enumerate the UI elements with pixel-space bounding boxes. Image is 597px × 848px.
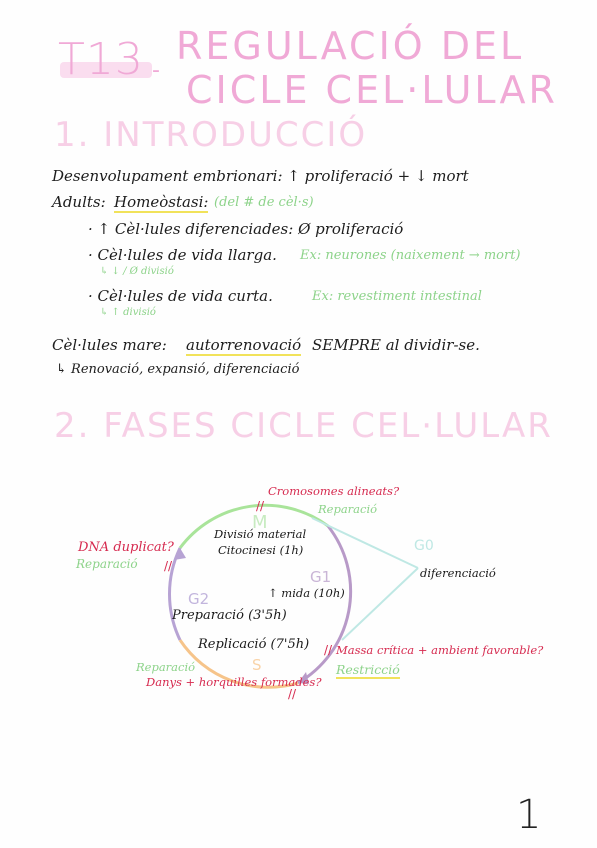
g1-arrowhead	[298, 672, 309, 684]
stem-cells-outcomes: ↳ Renovació, expansió, diferenciació	[56, 362, 300, 377]
g0-phase-label: G0	[414, 538, 434, 554]
homeostasi-term: Homeòstasi:	[114, 193, 209, 213]
g1-phase-arc	[297, 525, 353, 685]
homeostasi-note: (del # de cèl·s)	[214, 195, 314, 210]
adults-label: Adults:	[52, 193, 106, 211]
self-renewal-term: autorrenovació	[186, 336, 302, 356]
stem-cells-label: Cèl·lules mare:	[52, 336, 167, 354]
s-checkpoint-mark: //	[288, 687, 297, 701]
bullet-long-lived: · Cèl·lules de vida llarga.	[88, 246, 277, 264]
m-checkpoint-mark: //	[256, 499, 265, 513]
g0-line-top	[311, 517, 419, 569]
s-checkpoint-repair: Reparació	[136, 660, 196, 674]
g2-phase-label: G2	[188, 590, 210, 608]
g1-phase-label: G1	[310, 568, 332, 586]
title-highlight	[60, 62, 152, 78]
title-dash: -	[152, 58, 160, 83]
m-checkpoint-question: Cromosomes alineats?	[268, 484, 400, 498]
g2-phase-desc: Preparació (3'5h)	[172, 608, 287, 623]
s-phase-desc: Replicació (7'5h)	[198, 637, 310, 652]
m-checkpoint-repair: Reparació	[318, 502, 378, 516]
m-phase-label: M	[252, 512, 268, 533]
s-checkpoint-question: Danys + horquilles formades?	[146, 675, 322, 689]
g1-checkpoint-mark: //	[324, 643, 333, 657]
m-phase-arc	[178, 503, 329, 549]
g2-checkpoint-repair: Reparació	[76, 557, 138, 571]
long-lived-division: ↳ ↓ / Ø divisió	[100, 266, 174, 277]
m-phase-desc1: Divisió material	[214, 527, 307, 541]
g1-phase-desc: ↑ mida (10h)	[268, 586, 345, 600]
m-phase-desc2: Citocinesi (1h)	[218, 543, 304, 557]
page-title-line2: CICLE CEL·LULAR	[186, 68, 558, 112]
g2-checkpoint-mark: //	[164, 559, 173, 573]
short-lived-division: ↳ ↑ divisió	[100, 307, 156, 318]
section1-heading: 1. INTRODUCCIÓ	[54, 115, 368, 155]
bullet-differentiated: · ↑ Cèl·lules diferenciades: Ø prolifera…	[88, 220, 404, 238]
g1-checkpoint-question: Massa crítica + ambient favorable?	[336, 643, 544, 657]
page-number: 1	[516, 792, 542, 838]
g2-checkpoint-question: DNA duplicat?	[78, 540, 174, 555]
restriction-point: Restricció	[336, 662, 400, 679]
stem-cells-suffix: SEMPRE al dividir-se.	[312, 336, 480, 354]
embryonic-line: Desenvolupament embrionari: ↑ proliferac…	[52, 167, 469, 185]
short-lived-example: Ex: revestiment intestinal	[312, 289, 482, 304]
bullet-short-lived: · Cèl·lules de vida curta.	[88, 287, 273, 305]
g0-phase-desc: diferenciació	[420, 566, 496, 580]
section2-heading: 2. FASES CICLE CEL·LULAR	[54, 406, 553, 446]
g0-line-bottom	[341, 567, 419, 641]
topic-number: T13	[58, 34, 144, 85]
g2-arrowhead	[174, 548, 186, 560]
page-title-line1: REGULACIÓ DEL	[176, 24, 525, 68]
s-phase-arc	[178, 639, 299, 689]
s-phase-label: S	[252, 656, 262, 674]
long-lived-example: Ex: neurones (naixement → mort)	[300, 248, 521, 263]
